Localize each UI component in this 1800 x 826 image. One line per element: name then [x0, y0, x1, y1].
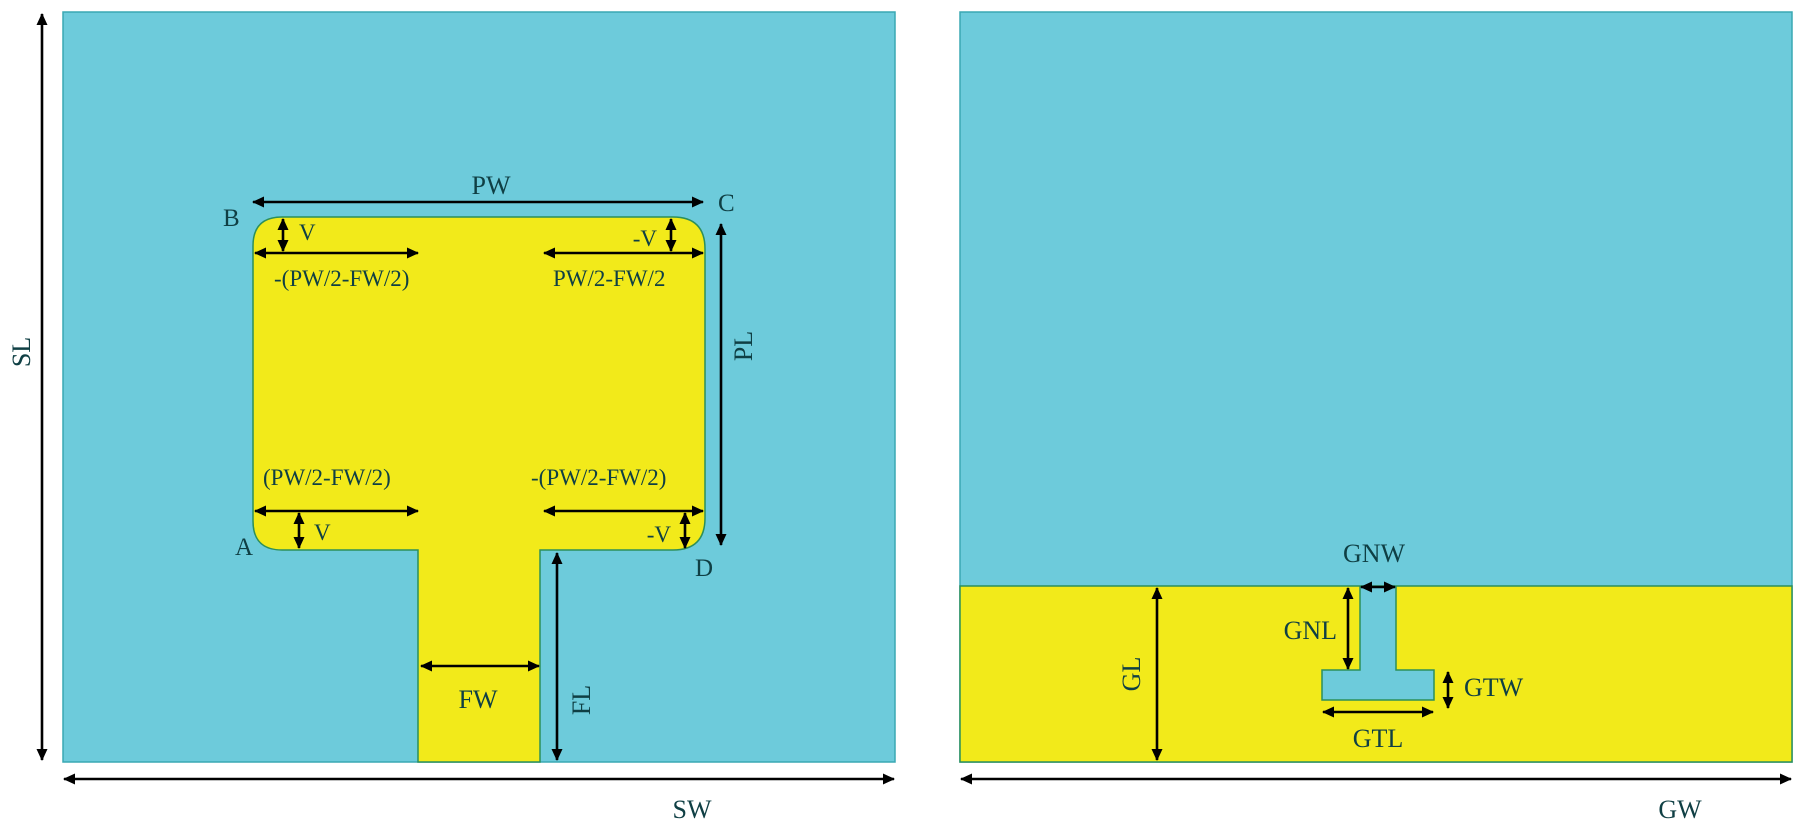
- offset-bottom-right-label: -(PW/2-FW/2): [531, 465, 666, 490]
- sl-label: SL: [7, 337, 36, 367]
- gw-label: GW: [1658, 795, 1702, 824]
- v-bottom-left-label: V: [314, 520, 331, 545]
- gnw-label: GNW: [1343, 539, 1406, 568]
- v-bottom-right-label: -V: [647, 522, 672, 547]
- sw-label: SW: [673, 795, 712, 824]
- fw-label: FW: [459, 685, 498, 714]
- pl-label: PL: [729, 331, 758, 361]
- gtw-label: GTW: [1464, 673, 1524, 702]
- point-c-label: C: [718, 190, 735, 217]
- offset-bottom-left-label: (PW/2-FW/2): [263, 465, 391, 490]
- point-b-label: B: [223, 205, 240, 232]
- gl-label: GL: [1117, 657, 1146, 692]
- back-view: GW GL GNW GNL GTW GTL: [959, 11, 1793, 824]
- radiating-patch: [252, 216, 706, 763]
- fl-label: FL: [567, 685, 596, 715]
- point-a-label: A: [235, 534, 253, 561]
- v-top-right-label: -V: [633, 226, 658, 251]
- gtl-label: GTL: [1353, 724, 1404, 753]
- front-view: SL SW PW PL FW FL V -V V -V -(PW/2-FW/2)…: [7, 11, 896, 824]
- v-top-left-label: V: [299, 220, 316, 245]
- offset-top-right-label: PW/2-FW/2: [553, 266, 665, 291]
- ground-plane: [959, 585, 1793, 763]
- offset-top-left-label: -(PW/2-FW/2): [274, 266, 409, 291]
- pw-label: PW: [472, 171, 511, 200]
- gnl-label: GNL: [1284, 616, 1337, 645]
- point-d-label: D: [695, 555, 713, 582]
